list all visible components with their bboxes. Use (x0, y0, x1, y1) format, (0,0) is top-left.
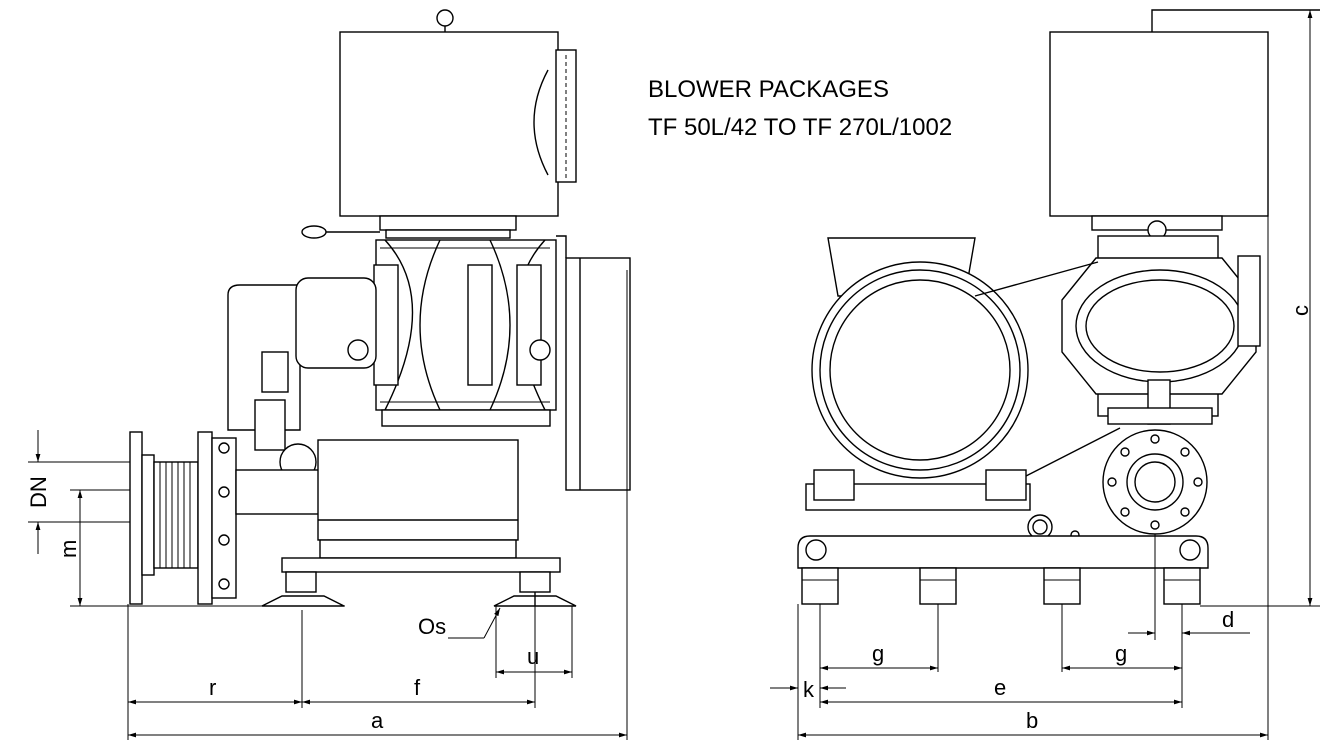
side-view (129, 9, 631, 607)
side-view-dimensions: DN m Os u r f a (26, 270, 628, 740)
outlet-flange (129, 431, 143, 605)
dim-d: d (1222, 607, 1234, 632)
bellows (153, 461, 199, 569)
dim-b: b (1026, 708, 1038, 733)
title-line-1: BLOWER PACKAGES (648, 76, 889, 103)
title-line-2: TF 50L/42 TO TF 270L/1002 (648, 114, 952, 141)
dim-a: a (371, 708, 384, 733)
dim-g-left: g (872, 641, 884, 666)
foot-left (261, 571, 345, 607)
silencer-box (339, 31, 559, 217)
lifting-eye (436, 9, 454, 27)
silencer-box-front (1049, 31, 1269, 217)
outlet-flange-front (1102, 429, 1208, 535)
motor-front (811, 261, 1029, 479)
dim-u: u (527, 644, 539, 669)
front-view-dimensions: c d g g k e b (770, 10, 1320, 740)
base-frame-front (797, 535, 1209, 569)
foot-front-3 (1043, 567, 1081, 605)
foot-front-1 (801, 567, 839, 605)
dim-r: r (209, 675, 216, 700)
dim-DN: DN (26, 476, 51, 508)
foot-front-2 (919, 567, 957, 605)
dim-c: c (1288, 305, 1313, 316)
foot-right (493, 571, 577, 607)
dim-f: f (414, 675, 421, 700)
dim-k: k (803, 677, 815, 702)
foot-front-4 (1163, 567, 1201, 605)
dim-m: m (56, 540, 81, 558)
dim-Os: Os (418, 614, 446, 639)
dim-e: e (994, 675, 1006, 700)
dim-g-right: g (1115, 641, 1127, 666)
